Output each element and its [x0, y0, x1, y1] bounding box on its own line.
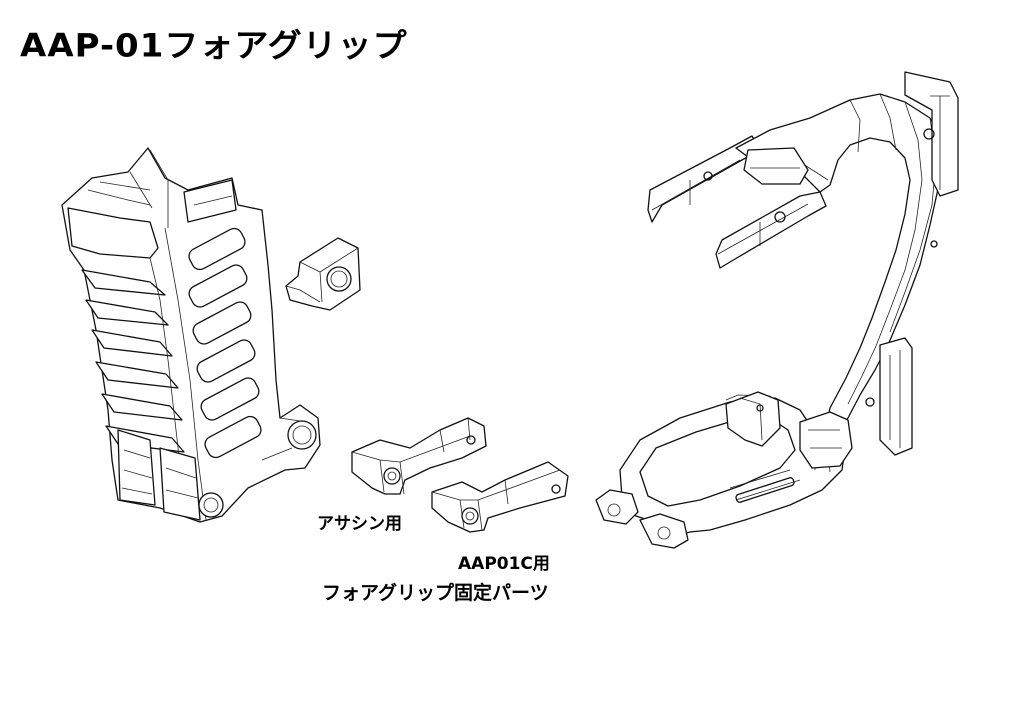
fix-part-assassin: [351, 417, 487, 495]
label-assassin: アサシン用: [317, 514, 402, 534]
label-aap01c: AAP01C用: [458, 554, 550, 574]
label-fix-part: フォアグリップ固定パーツ: [322, 582, 549, 604]
mount-block: [285, 237, 361, 311]
page-title: AAP-01フォアグリップ: [20, 26, 408, 65]
foregrip-body: [61, 147, 321, 523]
fix-part-aap01c: [431, 461, 569, 533]
grip-frame: [595, 71, 959, 549]
